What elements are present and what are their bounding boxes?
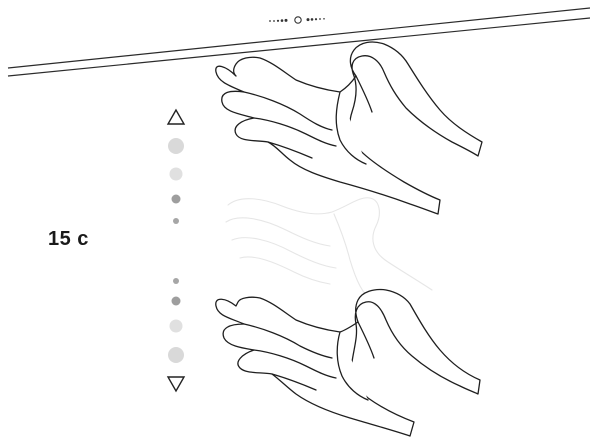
progress-dot: [170, 168, 183, 181]
upper-dot-column: [168, 138, 184, 224]
hand-bottom-icon: [216, 289, 480, 436]
arrow-up-outline-icon: [168, 110, 184, 124]
progress-dot: [168, 347, 184, 363]
hand-top-icon: [216, 42, 482, 214]
progress-dot: [172, 195, 181, 204]
sensor-lens-icon: [295, 17, 301, 23]
progress-dot: [172, 297, 181, 306]
lower-dot-column: [168, 278, 184, 363]
progress-dot: [173, 218, 179, 224]
hand-ghost-icon: [226, 198, 432, 306]
progress-dot: [173, 278, 179, 284]
progress-dot: [170, 320, 183, 333]
progress-dot: [168, 138, 184, 154]
device-edge: [8, 8, 590, 76]
gesture-duration-label: 15 c: [48, 228, 89, 251]
sensor-strip: [269, 17, 325, 23]
arrow-down-outline-icon: [168, 377, 184, 391]
